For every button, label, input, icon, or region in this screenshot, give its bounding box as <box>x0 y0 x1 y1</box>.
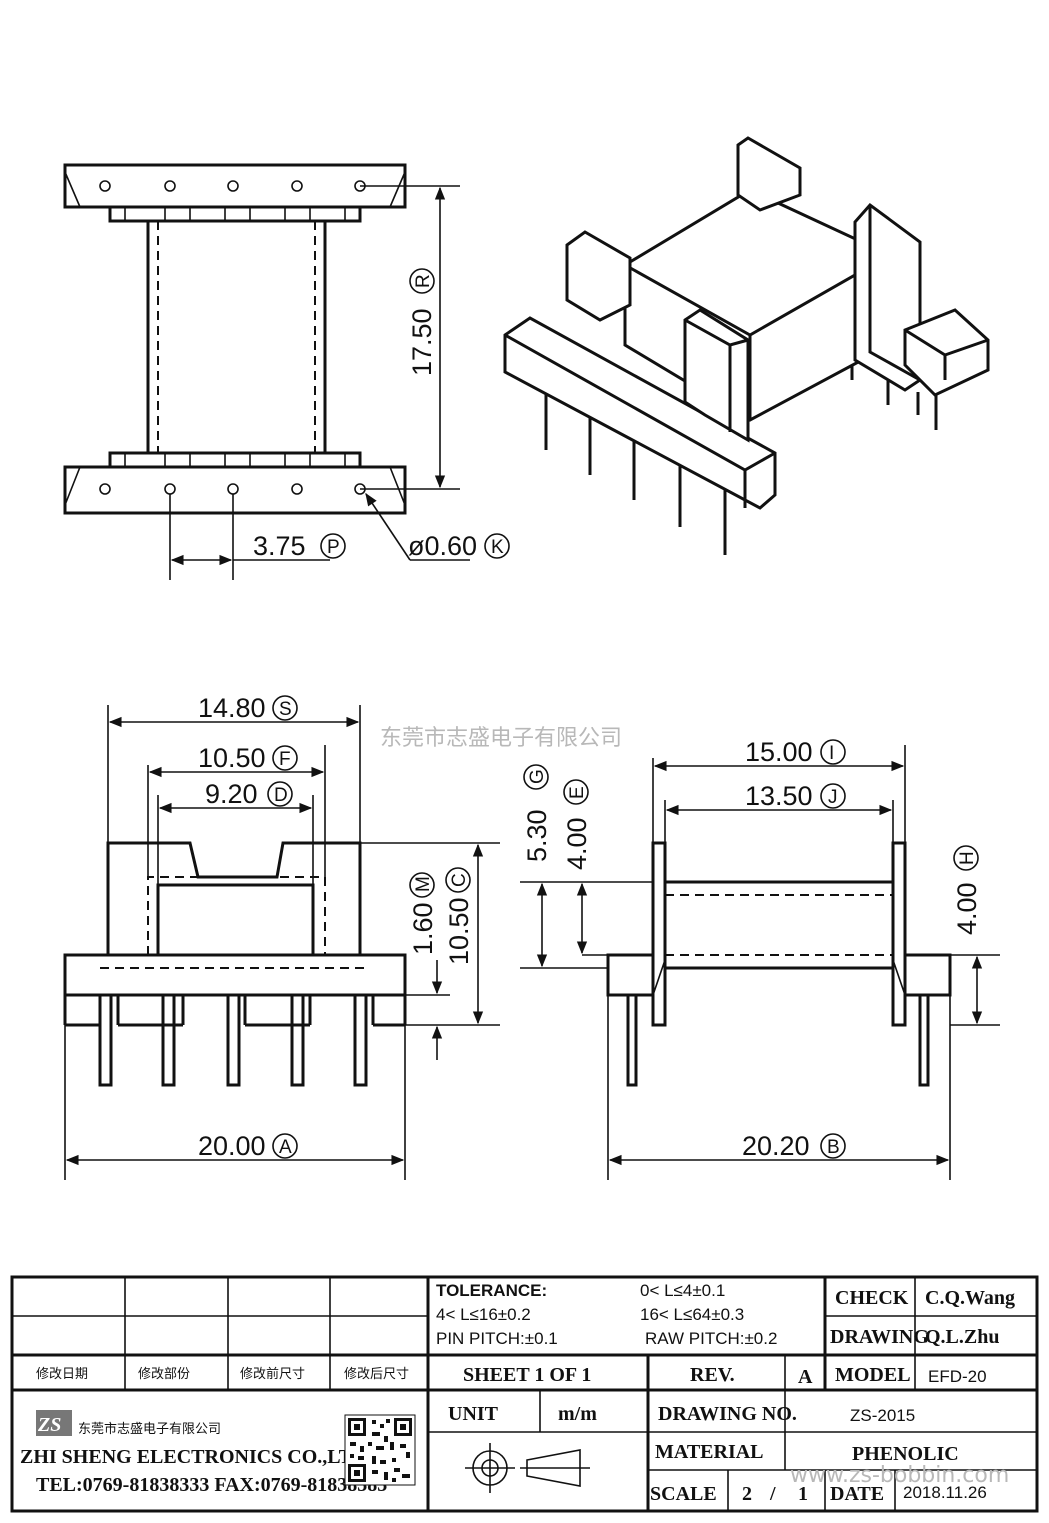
dim-value: 3.75 <box>253 531 306 561</box>
company-cn: 东莞市志盛电子有限公司 <box>78 1421 221 1437</box>
dim-marker: B <box>827 1137 840 1158</box>
dim-value: 4.00 <box>562 817 592 870</box>
top-view <box>63 163 470 580</box>
check-label: CHECK <box>835 1287 909 1309</box>
tolerance-1: 0< L≤4±0.1 <box>640 1281 725 1300</box>
dim-width-f: 10.50 F <box>198 743 298 773</box>
dim-marker: M <box>413 876 434 892</box>
tolerance-3: 16< L≤64±0.3 <box>640 1305 744 1324</box>
dim-value: 4.00 <box>952 882 982 935</box>
material-label: MATERIAL <box>655 1441 764 1463</box>
sheet-text: SHEET 1 OF 1 <box>463 1364 591 1386</box>
rev-value: A <box>798 1366 813 1388</box>
drawing-no-value: ZS-2015 <box>850 1406 915 1425</box>
dim-height-c: 10.50 C <box>444 867 474 965</box>
scale-num: 2 <box>742 1483 752 1505</box>
rev-header-part: 修改部份 <box>138 1367 190 1382</box>
dim-marker: A <box>279 1137 292 1158</box>
date-value: 2018.11.26 <box>903 1483 987 1502</box>
dim-value: 15.00 <box>745 737 813 767</box>
material-value: PHENOLIC <box>852 1443 959 1465</box>
dim-height-e: 4.00 E <box>562 779 592 870</box>
side-view <box>520 745 1000 1180</box>
watermark-url: www.zs-bobbin.com <box>790 1463 1009 1488</box>
dim-height-m: 1.60 M <box>408 872 438 955</box>
rev-label: REV. <box>690 1364 735 1386</box>
dim-value: 13.50 <box>745 781 813 811</box>
dim-value: 17.50 <box>407 308 437 376</box>
rev-header-date: 修改日期 <box>36 1367 88 1382</box>
dim-marker: P <box>327 537 340 558</box>
dim-marker: F <box>279 749 291 770</box>
tolerance-block: TOLERANCE: 0< L≤4±0.1 4< L≤16±0.2 16< L≤… <box>436 1281 777 1348</box>
rev-header-after: 修改后尺寸 <box>344 1367 409 1382</box>
dim-marker: C <box>449 873 470 887</box>
check-value: C.Q.Wang <box>925 1287 1015 1309</box>
pin-pitch: PIN PITCH:±0.1 <box>436 1329 558 1348</box>
dim-height-g: 5.30 G <box>522 764 552 862</box>
dim-marker: G <box>527 769 548 784</box>
tolerance-label: TOLERANCE: <box>436 1281 547 1300</box>
dim-height-r: 17.50 R <box>407 268 437 376</box>
dim-pitch-p: 3.75 P <box>253 531 346 561</box>
scale-sep: / <box>769 1483 776 1505</box>
company-block: ZS 东莞市志盛电子有限公司 ZHI SHENG ELECTRONICS CO.… <box>20 1410 387 1496</box>
logo-mark <box>36 1410 72 1436</box>
dim-marker: H <box>957 851 978 865</box>
isometric-view <box>503 136 990 555</box>
dim-marker: I <box>829 743 834 764</box>
front-view <box>63 705 500 1180</box>
dim-length-b: 20.20 B <box>742 1131 846 1161</box>
qr-code <box>344 1414 416 1486</box>
logo-text: ZS <box>37 1414 61 1436</box>
drawing-label: DRAWING <box>830 1326 929 1348</box>
raw-pitch: RAW PITCH:±0.2 <box>645 1329 777 1348</box>
dim-marker: R <box>413 274 434 288</box>
dim-value: 5.30 <box>522 809 552 862</box>
rev-header-before: 修改前尺寸 <box>240 1366 305 1382</box>
model-label: MODEL <box>835 1364 911 1386</box>
company-en: ZHI SHENG ELECTRONICS CO.,LTD <box>20 1446 367 1468</box>
model-value: EFD-20 <box>928 1367 987 1386</box>
watermark-text: 东莞市志盛电子有限公司 <box>380 726 622 751</box>
dim-marker: D <box>274 785 288 806</box>
drawing-no-label: DRAWING NO. <box>658 1403 797 1425</box>
projection-symbol <box>465 1443 590 1493</box>
dim-marker: J <box>828 787 838 808</box>
dim-width-s: 14.80 S <box>198 693 298 723</box>
dim-value: 10.50 <box>198 743 266 773</box>
dim-marker: E <box>567 786 588 799</box>
title-block <box>10 1275 1039 1513</box>
dim-value: 1.60 <box>408 902 438 955</box>
dim-value: 14.80 <box>198 693 266 723</box>
tolerance-2: 4< L≤16±0.2 <box>436 1305 531 1324</box>
scale-label: SCALE <box>650 1483 717 1505</box>
dim-value: 9.20 <box>205 779 258 809</box>
dim-value: ø0.60 <box>408 531 477 561</box>
dim-value: 20.00 <box>198 1131 266 1161</box>
dim-value: 20.20 <box>742 1131 810 1161</box>
company-contact: TEL:0769-81838333 FAX:0769-81838383 <box>36 1474 387 1496</box>
dim-value: 10.50 <box>444 897 474 965</box>
dim-width-d: 9.20 D <box>205 779 293 809</box>
dim-marker: K <box>491 537 504 558</box>
dim-length-i: 15.00 I <box>745 737 846 767</box>
dim-width-a: 20.00 A <box>198 1131 298 1161</box>
dim-pin-diameter-k: ø0.60 K <box>408 531 510 561</box>
scale-den: 1 <box>798 1483 808 1505</box>
unit-label: UNIT <box>448 1403 499 1425</box>
drawing-value: Q.L.Zhu <box>925 1326 999 1348</box>
date-label: DATE <box>830 1483 884 1505</box>
unit-value: m/m <box>558 1403 597 1425</box>
dim-marker: S <box>279 699 292 720</box>
dim-length-j: 13.50 J <box>745 781 846 811</box>
dim-height-h: 4.00 H <box>952 845 982 935</box>
